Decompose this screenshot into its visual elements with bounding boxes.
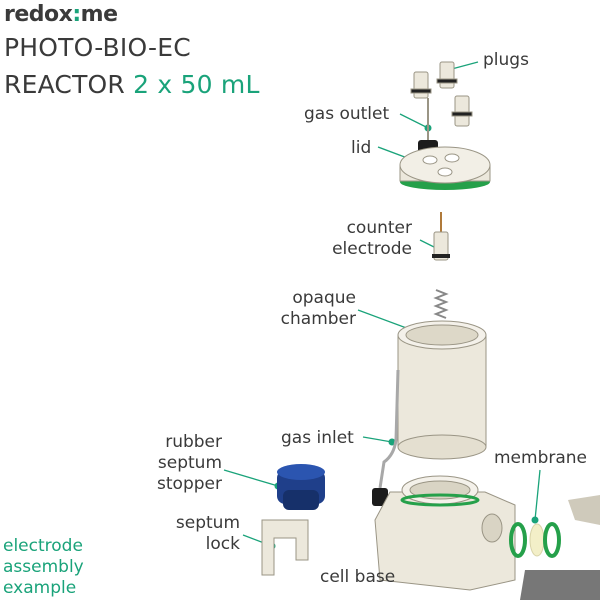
leader-gas-inlet: [362, 436, 393, 443]
label-plugs: plugs: [483, 50, 529, 70]
membrane-part: [509, 522, 561, 558]
lid-part: [399, 146, 491, 190]
cell-base-part: [374, 475, 516, 591]
label-lid: lid: [351, 138, 372, 158]
brand-logo: redox:me: [4, 2, 118, 27]
gas-inlet-part: [372, 369, 400, 506]
label-cell-base: cell base: [320, 567, 396, 587]
opaque-chamber-part: [397, 320, 487, 460]
plugs-part: [410, 61, 473, 127]
leader-gas-outlet: [399, 113, 429, 129]
rubber-septum-stopper-part: [277, 464, 325, 510]
title-line-1: PHOTO-BIO-EC: [4, 33, 191, 62]
label-gas-outlet: gas outlet: [304, 104, 390, 124]
counter-electrode-part: [432, 212, 450, 319]
label-membrane: membrane: [494, 448, 588, 468]
septum-lock-part: [261, 519, 309, 576]
leader-stopper: [223, 469, 279, 487]
label-gas-inlet: gas inlet: [281, 428, 354, 448]
adjacent-cell-part: [520, 495, 600, 600]
leader-membrane: [534, 469, 541, 521]
title-line-2: REACTOR 2 x 50 mL: [4, 70, 260, 99]
